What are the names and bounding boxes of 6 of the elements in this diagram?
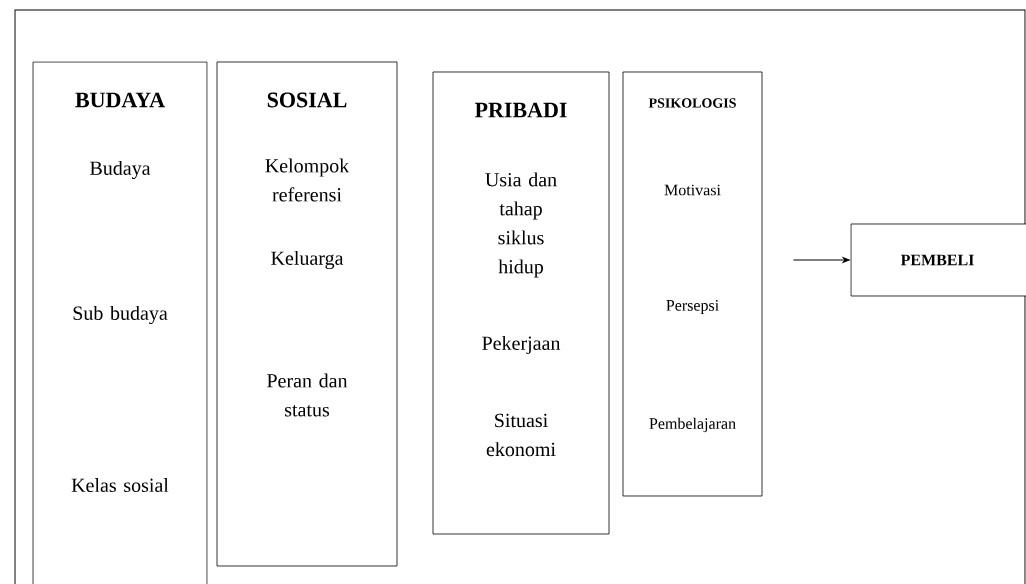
arrow xyxy=(792,257,850,263)
result-box: PEMBELI xyxy=(850,223,1026,297)
column-box: BUDAYA Budaya Sub budaya Kelas sosial xyxy=(32,61,208,584)
column-box: PSIKOLOGIS Motivasi Persepsi Pembelajaran xyxy=(622,71,763,497)
column-box: PRIBADI Usia dan tahap siklus hidup Pekerjaan Situasi ekonomi xyxy=(432,71,610,535)
column-box: SOSIAL Kelompok referensi Keluarga Peran dan status xyxy=(216,61,398,567)
